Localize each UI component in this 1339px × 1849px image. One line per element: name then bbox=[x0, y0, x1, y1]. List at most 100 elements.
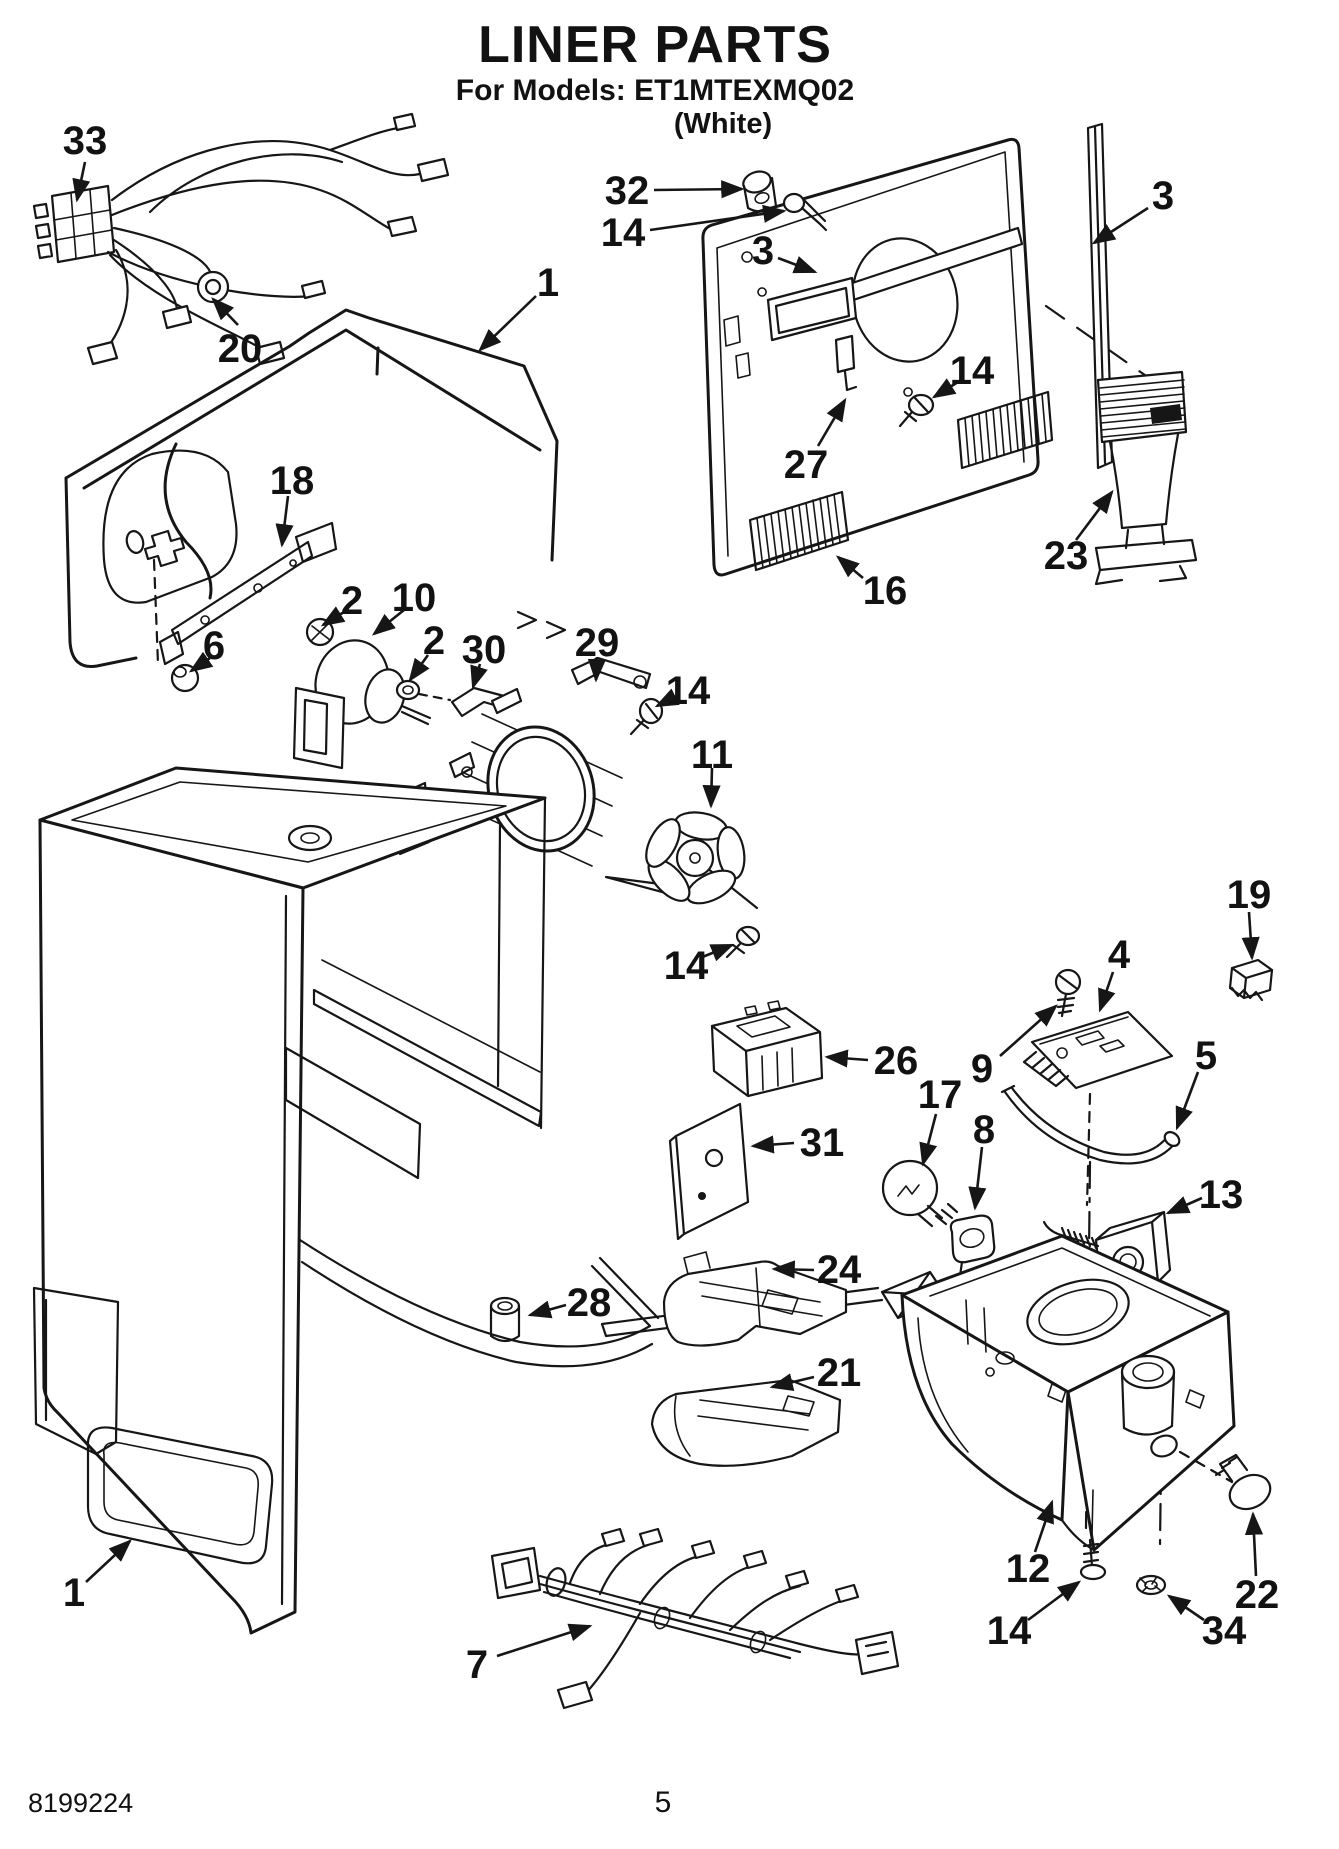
part-label-13: 13 bbox=[1199, 1173, 1244, 1217]
cylinder-28-body bbox=[489, 1304, 521, 1343]
leader-17 bbox=[919, 1113, 938, 1167]
shroud-hole-2 bbox=[633, 675, 647, 689]
upper-liner-outline bbox=[64, 308, 559, 668]
upper-liner-left-panel bbox=[102, 449, 238, 604]
leader-30 bbox=[470, 663, 488, 690]
interior-back-edge bbox=[496, 796, 547, 1130]
console-opening bbox=[1026, 1278, 1130, 1346]
damper-stem bbox=[1124, 524, 1166, 550]
fan-hub-center bbox=[689, 852, 701, 864]
board-4 bbox=[1030, 1010, 1174, 1090]
part-label-14-top: 14 bbox=[601, 211, 646, 255]
leader-4 bbox=[1098, 971, 1116, 1013]
vent-slats-right bbox=[964, 393, 1047, 467]
damper-control-23 bbox=[1094, 370, 1198, 586]
vent-band-right bbox=[956, 390, 1054, 470]
bracket-18-holes bbox=[200, 559, 297, 625]
part-label-32: 32 bbox=[605, 169, 650, 213]
part-label-11: 11 bbox=[691, 733, 733, 777]
bulb-17-base bbox=[916, 1202, 959, 1228]
leader-arrows bbox=[72, 161, 1264, 1658]
cylinder-28-top bbox=[489, 1296, 521, 1316]
part-label-1-top: 1 bbox=[537, 261, 559, 305]
part-label-17: 17 bbox=[918, 1073, 963, 1117]
board-4-pins bbox=[1022, 1050, 1070, 1088]
leader-13 bbox=[1165, 1196, 1203, 1215]
clip-19 bbox=[1228, 958, 1274, 1000]
header: LINER PARTS For Models: ET1MTEXMQ02 (Whi… bbox=[456, 16, 854, 140]
nut-2b-inner bbox=[402, 685, 414, 695]
top-hole-inner bbox=[300, 832, 320, 844]
part-label-10: 10 bbox=[392, 576, 437, 620]
socket-8-bore bbox=[959, 1227, 985, 1249]
leader-33 bbox=[72, 161, 91, 203]
wire-harness-top bbox=[32, 112, 450, 366]
screw-14-mid-shaft bbox=[898, 396, 930, 428]
leader-29 bbox=[587, 656, 606, 683]
left-base-bracket bbox=[32, 1286, 120, 1456]
screw-14b bbox=[1082, 1538, 1100, 1568]
part-label-5: 5 bbox=[1195, 1034, 1217, 1078]
part-label-28: 28 bbox=[567, 1281, 612, 1325]
part-label-1-bottom: 1 bbox=[63, 1571, 85, 1615]
leader-14-b bbox=[1027, 1580, 1082, 1622]
plug-6-inner bbox=[173, 666, 187, 678]
panel-small-holes bbox=[723, 251, 913, 397]
part-label-22: 22 bbox=[1235, 1573, 1280, 1617]
screw-14b-line bbox=[1091, 1489, 1094, 1537]
leader-14-mid bbox=[931, 378, 959, 399]
part-label-14-fan: 14 bbox=[664, 944, 709, 988]
plate-31-screw-hole bbox=[704, 1148, 724, 1168]
damper-label-patch bbox=[1150, 404, 1182, 424]
finish-note: (White) bbox=[674, 108, 772, 140]
mid-parts bbox=[668, 1000, 824, 1241]
part-label-30: 30 bbox=[462, 628, 507, 672]
screw-14b-head bbox=[1079, 1563, 1107, 1581]
part-label-34: 34 bbox=[1202, 1609, 1247, 1653]
clip-27 bbox=[834, 334, 858, 392]
part-label-4: 4 bbox=[1108, 933, 1131, 977]
damper-grille-slats bbox=[1099, 379, 1187, 438]
leader-7 bbox=[496, 1623, 593, 1658]
leader-24 bbox=[771, 1260, 815, 1279]
front-recess-outline bbox=[86, 1426, 274, 1565]
leader-14-top bbox=[649, 204, 787, 232]
knob-22-stem bbox=[1214, 1453, 1249, 1483]
vent-slats-left bbox=[756, 493, 841, 569]
page-number: 5 bbox=[655, 1786, 672, 1819]
lamp-cylinder-bore bbox=[1132, 1362, 1164, 1382]
part-label-19: 19 bbox=[1227, 873, 1272, 917]
leader-20 bbox=[211, 297, 239, 326]
dash-2b-30 bbox=[417, 692, 452, 702]
shroud-hole bbox=[461, 766, 473, 778]
box-26-details bbox=[736, 1000, 794, 1091]
leader-11 bbox=[702, 767, 721, 809]
leader-2b bbox=[408, 654, 430, 683]
leader-18 bbox=[275, 495, 294, 548]
nut-2b bbox=[395, 679, 421, 701]
leader-5 bbox=[1175, 1071, 1200, 1131]
light-control-parts bbox=[881, 958, 1274, 1302]
console-top-details bbox=[965, 1299, 1205, 1409]
part-label-14-b: 14 bbox=[987, 1609, 1032, 1653]
interior-ledge bbox=[321, 959, 541, 1073]
part-label-20: 20 bbox=[218, 327, 263, 371]
tube-5-end bbox=[1163, 1131, 1181, 1147]
back-panel-inset bbox=[716, 151, 1025, 557]
washer-34-inner bbox=[1144, 1580, 1158, 1590]
upper-liner bbox=[64, 308, 567, 770]
lamp-cylinder-body bbox=[1120, 1370, 1176, 1436]
harness7-branch-connectors bbox=[556, 1527, 860, 1710]
leader-2a bbox=[320, 606, 346, 627]
leader-28 bbox=[527, 1300, 567, 1319]
footer: 8199224 5 bbox=[28, 1786, 671, 1819]
leader-10 bbox=[371, 608, 405, 636]
part-label-14-ring: 14 bbox=[666, 669, 711, 713]
leader-19 bbox=[1241, 911, 1260, 961]
part-label-12: 12 bbox=[1006, 1547, 1051, 1591]
leader-14-fan bbox=[699, 943, 735, 962]
bulb-17-filament bbox=[897, 1184, 920, 1197]
board-4-components bbox=[1039, 1016, 1129, 1059]
panel-plus-cutout bbox=[143, 529, 186, 568]
